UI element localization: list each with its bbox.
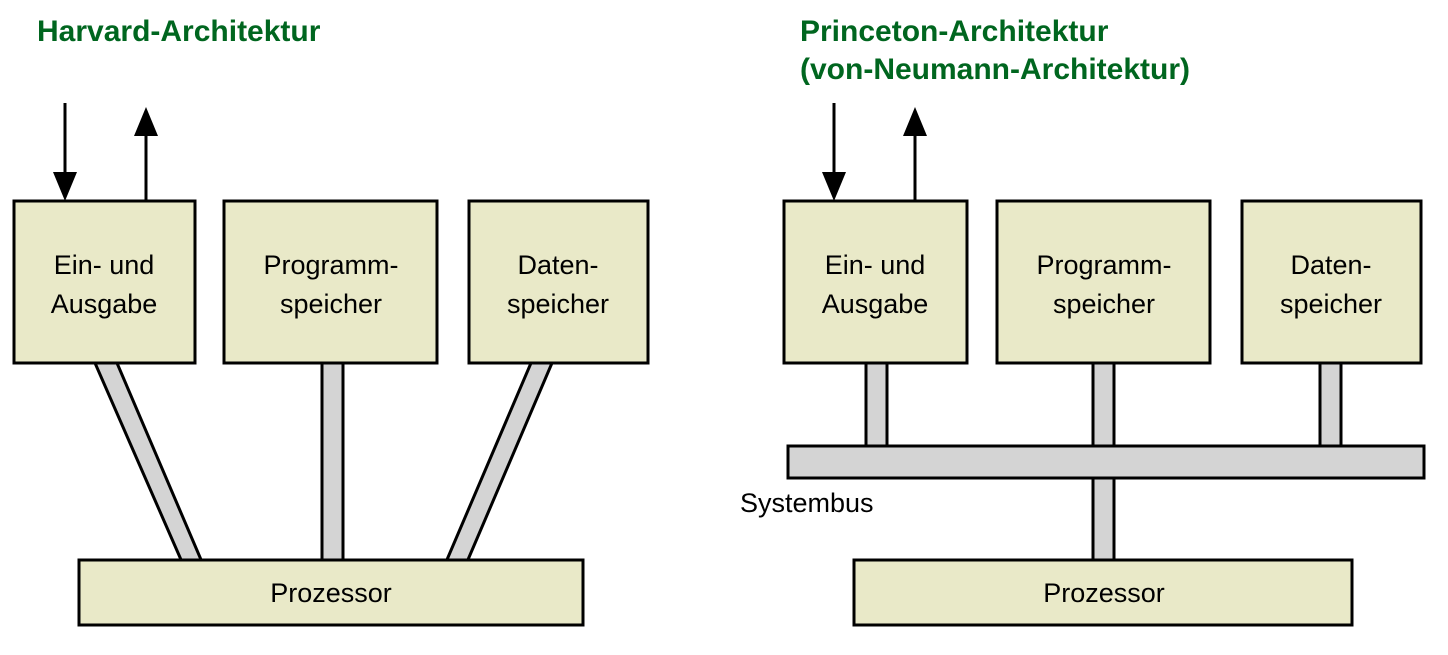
harvard-box-io-line-2: Ausgabe (51, 289, 158, 319)
princeton-box-program-memory-rect (995, 199, 1212, 365)
princeton-stub-io-to-bus (864, 361, 889, 457)
harvard-box-data-memory-line-2: speicher (507, 289, 609, 319)
harvard-input-arrow-head (53, 172, 77, 201)
princeton-stub-program-to-bus (1091, 361, 1116, 457)
princeton-input-arrow-head (822, 172, 846, 201)
harvard-processor: Prozessor (77, 558, 585, 627)
princeton-stub-data-to-bus (1318, 361, 1343, 457)
harvard-box-io-line-1: Ein- und (54, 250, 155, 280)
harvard-box-data-memory-rect (467, 199, 650, 365)
princeton-title-line-2: (von-Neumann-Architektur) (800, 53, 1190, 86)
harvard-output-arrow-head (134, 107, 158, 136)
princeton-box-io-rect (782, 199, 969, 365)
harvard-box-program-memory: Programm- speicher (222, 199, 439, 365)
princeton-box-data-memory: Daten- speicher (1240, 199, 1423, 365)
princeton-box-program-memory-line-2: speicher (1053, 289, 1155, 319)
harvard-bus-io-to-processor (92, 361, 205, 564)
harvard-title-line-1: Harvard-Architektur (37, 15, 321, 48)
harvard-box-io: Ein- und Ausgabe (12, 199, 197, 365)
princeton-title-line-1: Princeton-Architektur (800, 15, 1109, 48)
harvard-bus-program-to-processor (320, 361, 345, 564)
harvard-box-program-memory-rect (222, 199, 439, 365)
princeton-output-arrow-head (903, 107, 927, 136)
harvard-box-data-memory-line-1: Daten- (517, 250, 598, 280)
harvard-box-data-memory: Daten- speicher (467, 199, 650, 365)
princeton-box-io: Ein- und Ausgabe (782, 199, 969, 365)
princeton-box-io-line-1: Ein- und (825, 250, 926, 280)
harvard-processor-label: Prozessor (270, 578, 392, 608)
harvard-bus-data-to-processor (443, 361, 555, 564)
princeton-system-bus-bar (786, 444, 1426, 480)
princeton-box-data-memory-line-2: speicher (1280, 289, 1382, 319)
princeton-processor: Prozessor (852, 558, 1354, 627)
princeton-box-io-line-2: Ausgabe (822, 289, 929, 319)
harvard-box-program-memory-line-2: speicher (280, 289, 382, 319)
princeton-processor-rect (852, 558, 1354, 627)
princeton-box-program-memory-line-1: Programm- (1036, 250, 1171, 280)
harvard-architecture-group: Harvard-Architektur Ein- und Ausgabe Pro… (12, 15, 650, 627)
princeton-box-program-memory: Programm- speicher (995, 199, 1212, 365)
harvard-box-io-rect (12, 199, 197, 365)
princeton-system-bus-label: Systembus (740, 488, 874, 518)
princeton-processor-label: Prozessor (1043, 578, 1165, 608)
harvard-processor-rect (77, 558, 585, 627)
harvard-box-program-memory-line-1: Programm- (263, 250, 398, 280)
princeton-architecture-group: Princeton-Architektur (von-Neumann-Archi… (740, 15, 1426, 627)
princeton-box-data-memory-line-1: Daten- (1290, 250, 1371, 280)
princeton-box-data-memory-rect (1240, 199, 1423, 365)
